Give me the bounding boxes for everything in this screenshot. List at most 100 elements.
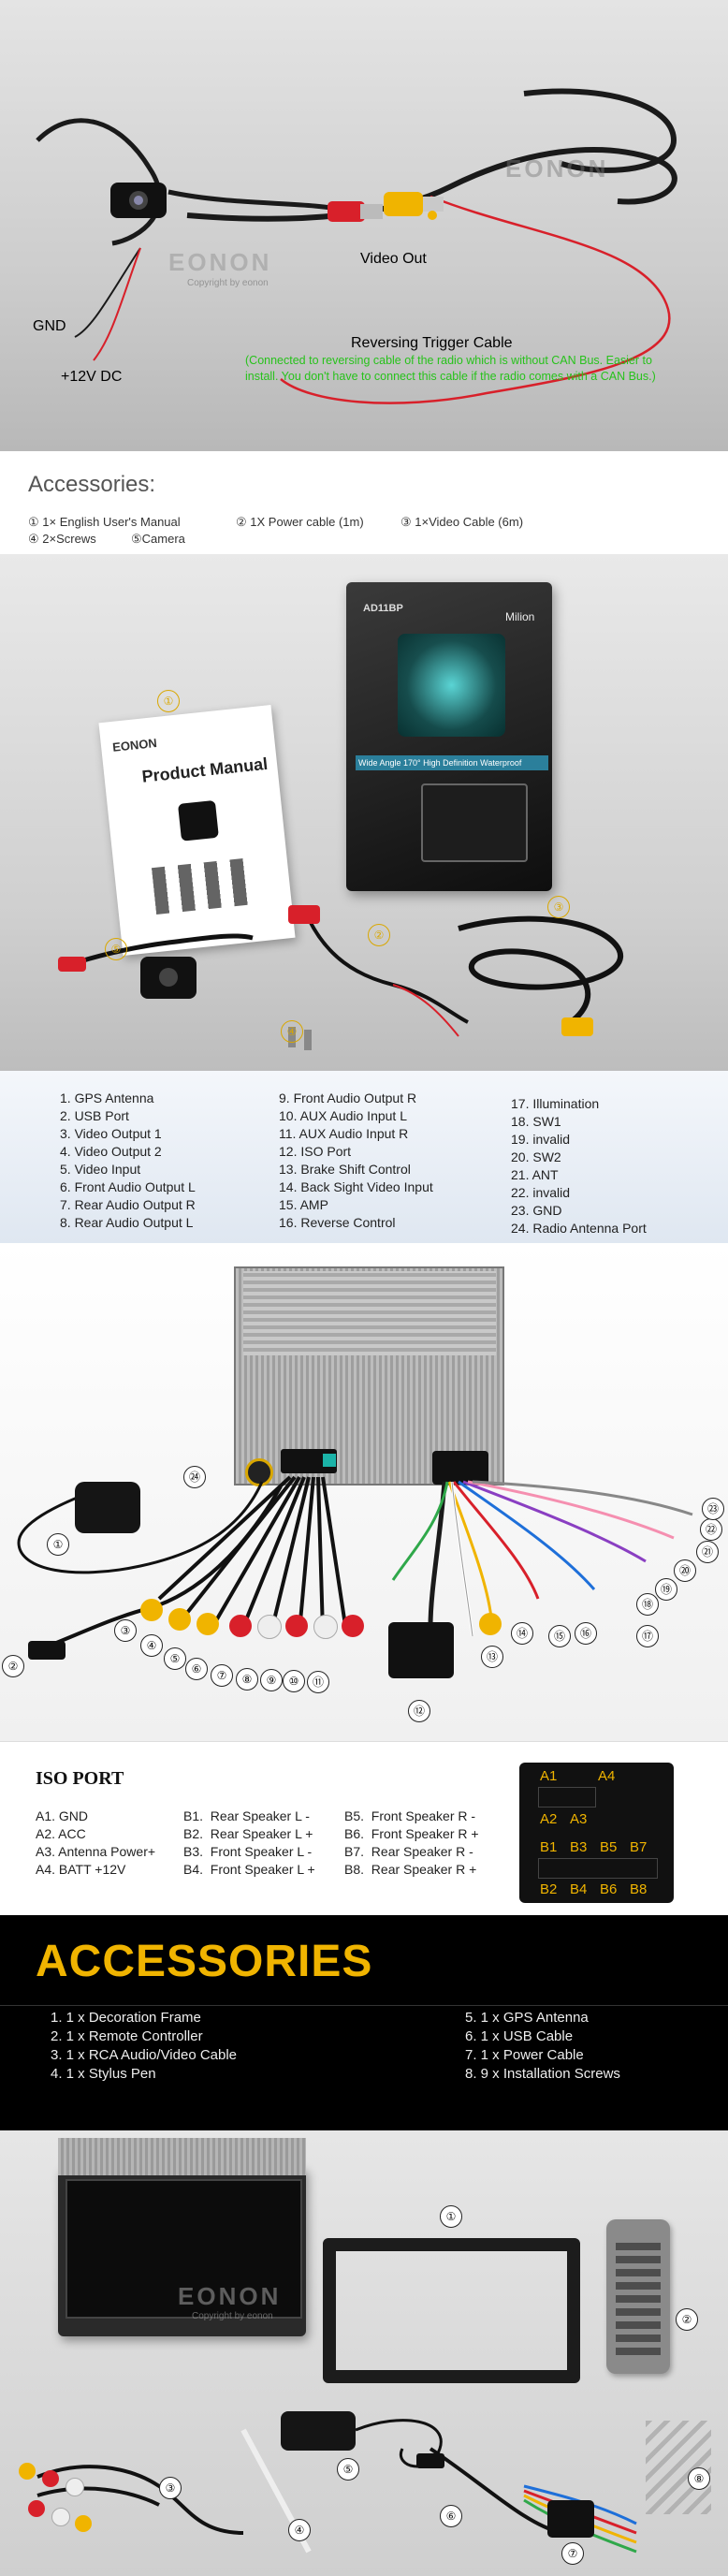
pin-a4: A4 <box>598 1768 616 1784</box>
pin-b1: B1 <box>540 1839 558 1855</box>
pin-a2: A2 <box>540 1811 558 1827</box>
callout-rear-20: ⑳ <box>674 1559 696 1582</box>
video-out-label: Video Out <box>360 251 427 267</box>
copyright-text: Copyright by eonon <box>187 278 269 288</box>
iso-pin-a2: A2. ACC <box>36 1826 86 1841</box>
camera-box-image: AD11BP Milion Wide Angle 170° High Defin… <box>346 582 552 891</box>
port-item: 1. GPS Antenna <box>60 1090 154 1105</box>
accessory-rca: 3. 1 x RCA Audio/Video Cable <box>51 2047 238 2063</box>
accessories-title: Accessories: <box>28 472 156 497</box>
callout-rear-12: ⑫ <box>408 1700 430 1722</box>
port-item: 2. USB Port <box>60 1108 129 1123</box>
accessories-heading: ACCESSORIES <box>36 1937 373 1986</box>
port-item: 5. Video Input <box>60 1162 141 1177</box>
pin-b5: B5 <box>600 1839 618 1855</box>
iso-pin-b2: B2. Rear Speaker L + <box>183 1826 313 1841</box>
callout-1: ① <box>157 690 180 712</box>
power-harness-image <box>547 2500 594 2538</box>
port-item: 9. Front Audio Output R <box>279 1090 417 1105</box>
iso-col-a: A1. GND A2. ACC A3. Antenna Power+ A4. B… <box>36 1808 155 1879</box>
callout-4: ④ <box>281 1020 303 1043</box>
accessories-right: 5. 1 x GPS Antenna 6. 1 x USB Cable 7. 1… <box>465 2009 620 2084</box>
ports-column-1: 1. GPS Antenna 2. USB Port 3. Video Outp… <box>60 1090 196 1232</box>
port-item: 7. Rear Audio Output R <box>60 1197 196 1212</box>
iso-pin-b5: B5. Front Speaker R - <box>344 1808 476 1823</box>
iso-pin-b8: B8. Rear Speaker R + <box>344 1862 477 1877</box>
callout-bottom-8: ⑧ <box>688 2467 710 2490</box>
accessories-underline <box>0 2005 728 2006</box>
port-item: 8. Rear Audio Output L <box>60 1215 194 1230</box>
dc12-label: +12V DC <box>61 369 123 385</box>
box-caption: Wide Angle 170° High Definition Waterpro… <box>356 755 548 770</box>
callout-3: ③ <box>547 896 570 918</box>
gnd-label: GND <box>33 318 66 334</box>
callout-rear-21: ㉑ <box>696 1541 719 1563</box>
callout-rear-17: ⑰ <box>636 1625 659 1647</box>
callout-rear-18: ⑱ <box>636 1593 659 1616</box>
callout-rear-6: ⑥ <box>185 1658 208 1680</box>
port-item: 13. Brake Shift Control <box>279 1162 411 1177</box>
callout-rear-5: ⑤ <box>164 1647 186 1670</box>
usb-plug-image <box>28 1641 66 1660</box>
port-item: 20. SW2 <box>511 1149 561 1164</box>
iso-col-c: B5. Front Speaker R - B6. Front Speaker … <box>344 1808 479 1879</box>
port-item: 12. ISO Port <box>279 1144 352 1159</box>
watermark-logo: EONON <box>505 154 609 183</box>
callout-rear-7: ⑦ <box>211 1664 233 1687</box>
callout-rear-13: ⑬ <box>481 1646 503 1668</box>
iso-pin-a1: A1. GND <box>36 1808 89 1823</box>
watermark-logo-bottom: EONON <box>178 2282 282 2310</box>
accessory-item-1: ① 1× English User's Manual <box>28 515 181 529</box>
watermark-logo-2: EONON <box>168 248 272 276</box>
port-item: 14. Back Sight Video Input <box>279 1179 433 1194</box>
callout-bottom-7: ⑦ <box>561 2542 584 2565</box>
ports-list: 1. GPS Antenna 2. USB Port 3. Video Outp… <box>0 1071 728 1243</box>
iso-pin-b7: B7. Rear Speaker R - <box>344 1844 473 1859</box>
head-unit-front <box>58 2138 306 2336</box>
callout-5: ⑤ <box>105 938 127 960</box>
gps-antenna-image <box>75 1482 140 1533</box>
ports-column-2: 9. Front Audio Output R 10. AUX Audio In… <box>279 1090 433 1232</box>
callout-rear-1: ① <box>47 1533 69 1556</box>
pin-b6: B6 <box>600 1881 618 1897</box>
port-item: 6. Front Audio Output L <box>60 1179 196 1194</box>
pin-a1: A1 <box>540 1768 558 1784</box>
callout-bottom-3: ③ <box>159 2477 182 2499</box>
iso-pin-b6: B6. Front Speaker R + <box>344 1826 479 1841</box>
video-input-plug <box>479 1613 502 1635</box>
iso-pin-a3: A3. Antenna Power+ <box>36 1844 156 1859</box>
callout-bottom-6: ⑥ <box>440 2505 462 2527</box>
accessory-remote: 2. 1 x Remote Controller <box>51 2028 203 2044</box>
iso-port-title: ISO PORT <box>36 1768 124 1789</box>
port-item: 10. AUX Audio Input L <box>279 1108 407 1123</box>
iso-col-b: B1. Rear Speaker L - B2. Rear Speaker L … <box>183 1808 315 1879</box>
callout-rear-16: ⑯ <box>575 1622 597 1645</box>
camera-wiring-illustration <box>36 88 677 404</box>
callout-rear-2: ② <box>2 1655 24 1677</box>
connector-green <box>323 1454 336 1467</box>
callout-bottom-4: ④ <box>288 2519 311 2541</box>
accessories-left: 1. 1 x Decoration Frame 2. 1 x Remote Co… <box>51 2009 237 2084</box>
callout-rear-3: ③ <box>114 1619 137 1642</box>
rear-panel-photo: ① ② ③ ④ ⑤ ⑥ ⑦ ⑧ ⑨ ⑩ ⑪ ⑫ ⑬ ⑭ ⑮ ⑯ ⑰ ⑱ ⑲ ⑳ … <box>0 1243 728 1741</box>
iso-pin-a4: A4. BATT +12V <box>36 1862 126 1877</box>
accessory-screws: 8. 9 x Installation Screws <box>465 2066 620 2082</box>
iso-pin-b1: B1. Rear Speaker L - <box>183 1808 310 1823</box>
accessory-gps: 5. 1 x GPS Antenna <box>465 2010 589 2026</box>
ports-column-3: 17. Illumination 18. SW1 19. invalid 20.… <box>511 1095 647 1237</box>
accessory-item-4: ④ 2×Screws <box>28 532 96 546</box>
pin-b8: B8 <box>630 1881 648 1897</box>
callout-bottom-1: ① <box>440 2205 462 2228</box>
callout-rear-15: ⑮ <box>548 1625 571 1647</box>
camera-wiring-photo: EONON EONON Copyright by eonon Video Out… <box>0 0 728 451</box>
port-item: 21. ANT <box>511 1167 559 1182</box>
box-brand: Milion <box>505 610 535 623</box>
package-contents-photo: EONON Product Manual AD11BP Milion Wide … <box>0 554 728 1071</box>
callout-rear-4: ④ <box>140 1634 163 1657</box>
callout-rear-8: ⑧ <box>236 1668 258 1690</box>
iso-harness <box>432 1451 488 1485</box>
port-item: 18. SW1 <box>511 1114 561 1129</box>
pin-a3: A3 <box>570 1811 588 1827</box>
port-item: 3. Video Output 1 <box>60 1126 162 1141</box>
rca-plugs <box>140 1594 365 1639</box>
